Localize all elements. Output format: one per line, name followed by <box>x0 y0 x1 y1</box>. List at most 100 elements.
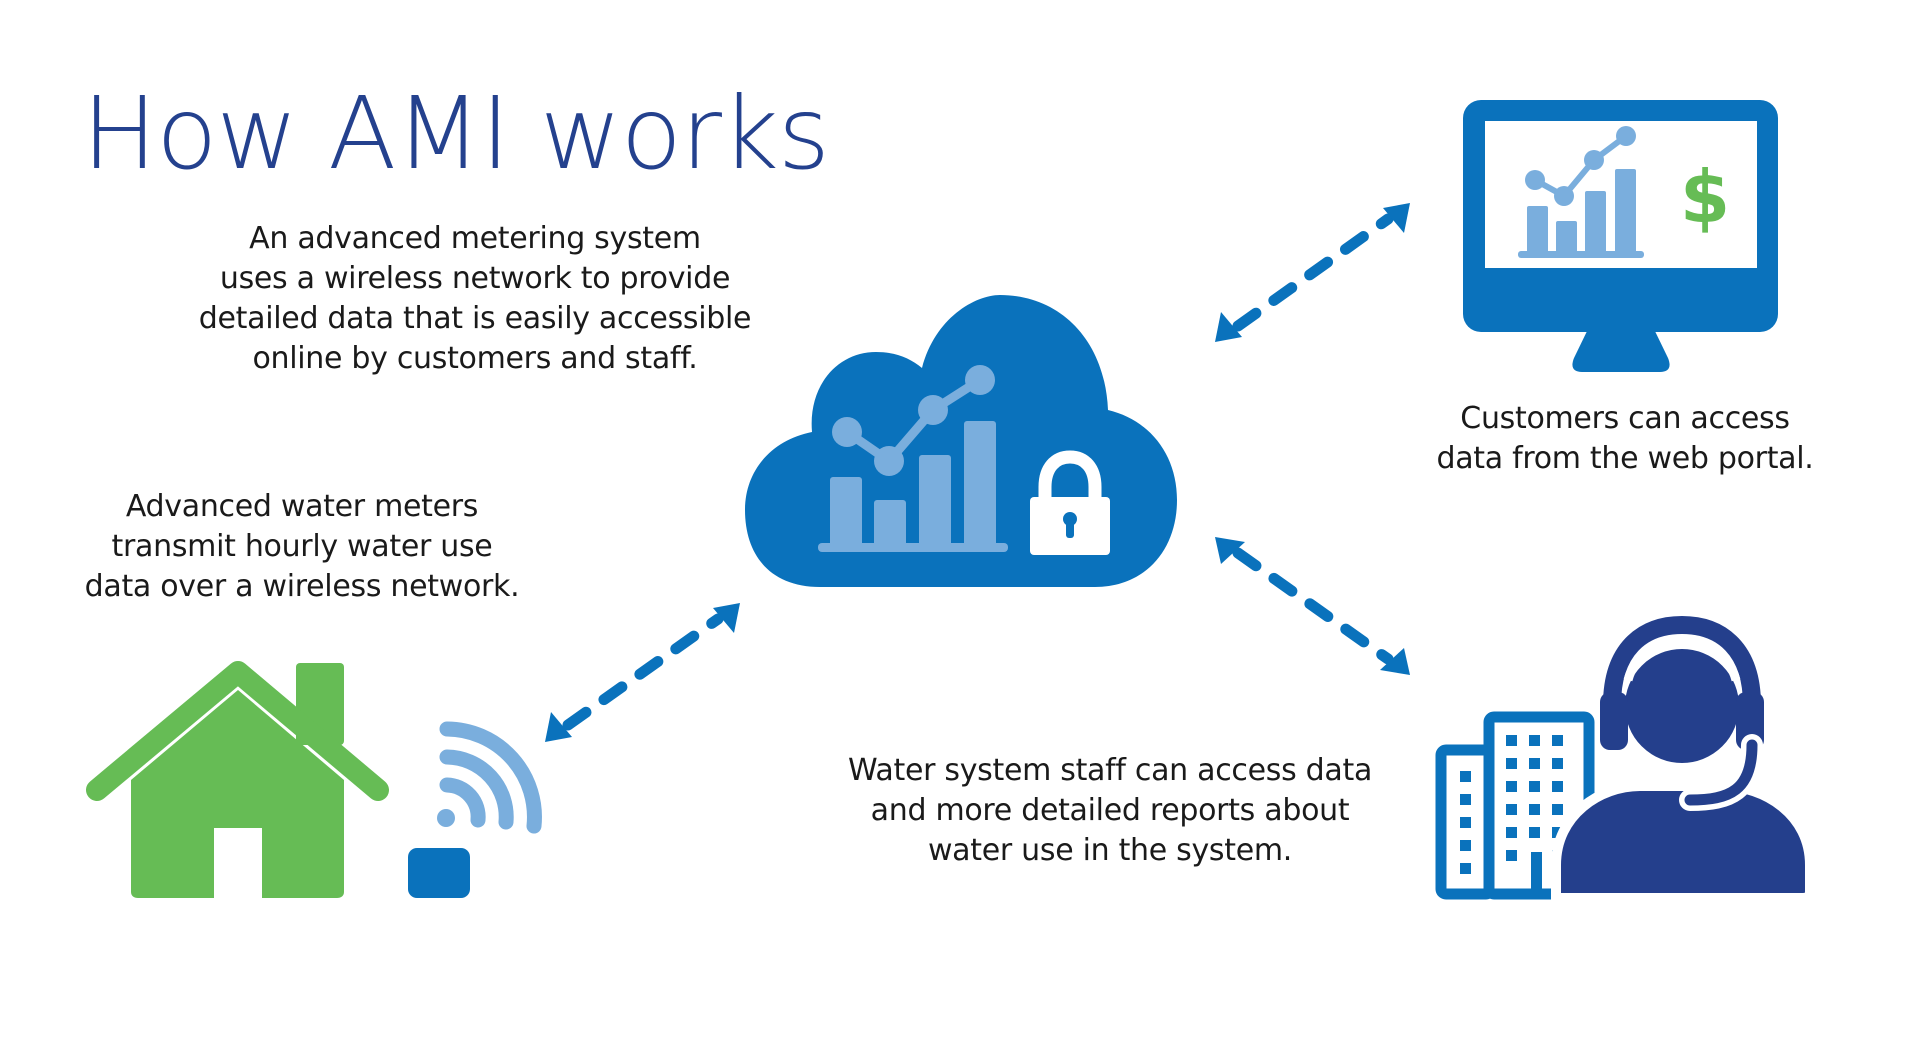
building-window <box>1529 735 1540 746</box>
building-window <box>1506 827 1517 838</box>
building-window <box>1552 850 1563 861</box>
house-chimney <box>296 663 344 745</box>
building-window <box>1506 735 1517 746</box>
arrowhead-icon <box>1215 312 1242 342</box>
padlock-body <box>1030 497 1110 555</box>
building-window <box>1460 863 1471 874</box>
cloud-chart-point <box>832 417 862 447</box>
dashed-connector <box>1232 213 1394 332</box>
dashed-connector <box>562 613 724 731</box>
building-window <box>1506 781 1517 792</box>
building-window <box>1529 758 1540 769</box>
building-window <box>1506 850 1517 861</box>
building-window <box>1552 781 1563 792</box>
staff-line: Water system staff can access data <box>847 753 1373 788</box>
cloud-chart-point <box>874 446 904 476</box>
operator-headband <box>1603 615 1761 706</box>
staff-line: water use in the system. <box>927 833 1293 868</box>
monitor-chart-bar <box>1556 221 1577 256</box>
operator-body <box>1551 781 1815 903</box>
operator-earcup-right <box>1736 692 1764 750</box>
monitor-dashboard-icon: $ <box>1463 100 1778 372</box>
operator-mic-boom <box>1679 734 1763 811</box>
cloud-chart-bar <box>964 421 996 547</box>
building-window <box>1529 781 1540 792</box>
cloud-chart <box>818 365 1008 552</box>
intro-line: uses a wireless network to provide <box>219 261 731 296</box>
building-window <box>1506 758 1517 769</box>
intro-line: detailed data that is easily accessible <box>198 301 752 336</box>
headset-operator-icon <box>1551 615 1815 903</box>
dollar-sign-icon: $ <box>1680 155 1730 239</box>
operator-headband-gap <box>1623 636 1741 682</box>
arrow-meter-cloud <box>545 603 740 742</box>
intro-line: An advanced metering system <box>249 221 701 256</box>
meters-line: transmit hourly water use <box>111 529 493 564</box>
staff-line: and more detailed reports about <box>870 793 1350 828</box>
monitor-chart-point <box>1584 150 1604 170</box>
building-windows <box>1460 735 1563 874</box>
staff-caption: Water system staff can access data and m… <box>800 751 1420 871</box>
customers-line: Customers can access <box>1460 401 1790 436</box>
padlock-shackle <box>1038 450 1102 500</box>
monitor-frame <box>1463 100 1778 332</box>
monitor-chart-bar <box>1615 169 1636 256</box>
cloud-chart-point <box>965 365 995 395</box>
operator-earcup-left <box>1600 692 1628 750</box>
dashed-connector <box>1232 547 1394 665</box>
arrowhead-icon <box>1215 537 1245 564</box>
intro-line: online by customers and staff. <box>252 341 698 376</box>
house-body <box>131 690 344 898</box>
wireless-arc <box>439 749 514 830</box>
building-window <box>1506 804 1517 815</box>
monitor-screen <box>1485 121 1757 268</box>
building-window <box>1529 804 1540 815</box>
water-meter-icon <box>408 848 470 898</box>
monitor-chart-axis <box>1518 251 1644 258</box>
operator-mic-boom <box>1684 739 1758 806</box>
arrow-cloud-portal <box>1215 203 1410 342</box>
wireless-arc <box>439 777 486 828</box>
monitor-chart-point <box>1616 126 1636 146</box>
padlock-keyhole-slot <box>1066 520 1074 538</box>
building-tall <box>1483 711 1595 900</box>
monitor-chart-point <box>1554 186 1574 206</box>
cloud-chart-bar <box>919 455 951 547</box>
cloud-chart-bar <box>830 477 862 547</box>
wireless-arc <box>439 721 542 834</box>
building-door <box>1531 852 1542 896</box>
arrow-cloud-staff <box>1215 537 1410 675</box>
house-door <box>214 828 262 900</box>
monitor-chart-bar <box>1585 191 1606 256</box>
monitor-chart-point <box>1525 170 1545 190</box>
arrowhead-icon <box>1383 203 1410 233</box>
meters-line: Advanced water meters <box>125 489 479 524</box>
arrowhead-icon <box>545 712 572 742</box>
building-window <box>1552 735 1563 746</box>
meters-caption: Advanced water meters transmit hourly wa… <box>42 487 562 607</box>
building-window <box>1552 758 1563 769</box>
cloud-chart-axis <box>818 543 1008 552</box>
wireless-dot <box>437 809 455 827</box>
padlock-icon <box>1030 450 1110 555</box>
operator-head <box>1615 639 1749 773</box>
office-buildings-icon <box>1435 711 1595 900</box>
building-window <box>1460 817 1471 828</box>
monitor-chart-bar <box>1527 206 1548 256</box>
building-window <box>1529 827 1540 838</box>
meters-line: data over a wireless network. <box>84 569 520 604</box>
customers-line: data from the web portal. <box>1436 441 1814 476</box>
building-window <box>1460 840 1471 851</box>
building-window <box>1552 804 1563 815</box>
house-icon <box>86 661 389 900</box>
house-roof <box>86 661 389 801</box>
cloud-chart-bar <box>874 500 906 547</box>
page-title: How AMI works <box>82 75 830 192</box>
cloud-chart-line <box>844 376 983 466</box>
padlock-keyhole <box>1063 512 1077 526</box>
building-short <box>1435 744 1497 900</box>
customers-caption: Customers can access data from the web p… <box>1380 399 1870 479</box>
monitor-chart-line <box>1533 133 1628 199</box>
building-window <box>1460 794 1471 805</box>
arrowhead-icon <box>713 603 740 633</box>
